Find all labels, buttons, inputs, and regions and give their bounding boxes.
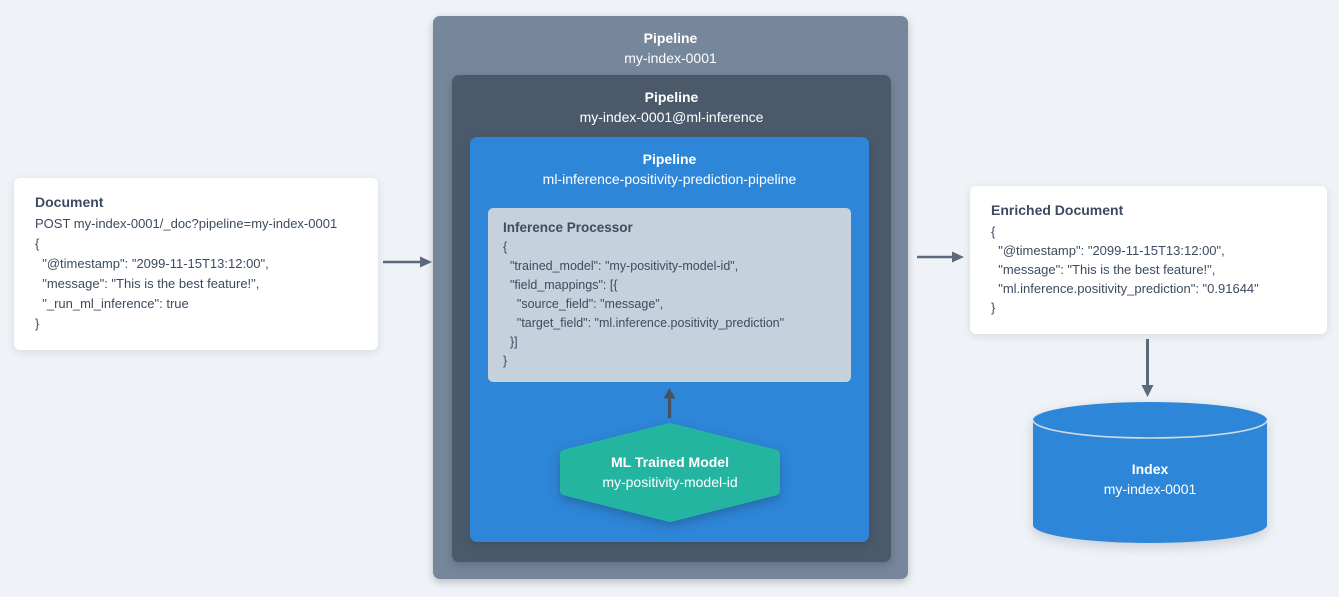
pipeline-outer-name: my-index-0001 — [624, 50, 717, 66]
ml-trained-model-name: my-positivity-model-id — [602, 474, 738, 490]
code-line: "message": "This is the best feature!", — [35, 276, 260, 291]
document-card-code: POST my-index-0001/_doc?pipeline=my-inde… — [35, 214, 357, 334]
code-line: "_run_ml_inference": true — [35, 296, 189, 311]
code-line: "trained_model": "my-positivity-model-id… — [503, 259, 739, 273]
up-arrow-icon — [663, 388, 676, 418]
code-line: "ml.inference.positivity_prediction": "0… — [991, 281, 1259, 296]
pipeline-outer-title: Pipeline — [643, 30, 698, 46]
code-line: POST my-index-0001/_doc?pipeline=my-inde… — [35, 216, 338, 231]
ml-trained-model-title: ML Trained Model — [611, 454, 729, 470]
inference-processor-title: Inference Processor — [503, 220, 633, 235]
code-line: } — [503, 354, 508, 368]
pipeline-middle-name: my-index-0001@ml-inference — [579, 109, 764, 125]
ml-trained-model-label: ML Trained Model my-positivity-model-id — [560, 423, 780, 522]
pipeline-inner-name: ml-inference-positivity-prediction-pipel… — [542, 171, 797, 187]
index-title: Index — [1131, 461, 1169, 477]
index-label: Index my-index-0001 — [1033, 460, 1267, 499]
hexagon-shape-icon — [560, 423, 780, 522]
code-line: "field_mappings": [{ — [503, 278, 618, 292]
code-line: } — [35, 316, 40, 331]
ml-trained-model-hexagon: ML Trained Model my-positivity-model-id — [560, 423, 780, 522]
enriched-document-title: Enriched Document — [991, 202, 1124, 218]
index-cylinder: Index my-index-0001 — [1033, 402, 1267, 543]
cylinder-shape-icon — [1033, 402, 1267, 543]
code-line: { — [991, 224, 996, 239]
pipeline-inner-box: Pipeline ml-inference-positivity-predict… — [470, 137, 869, 542]
code-line: { — [35, 236, 40, 251]
code-line: "@timestamp": "2099-11-15T13:12:00", — [991, 243, 1225, 258]
code-line: "source_field": "message", — [503, 297, 664, 311]
enriched-document-card: Enriched Document { "@timestamp": "2099-… — [970, 186, 1327, 334]
pipeline-middle-header: Pipeline my-index-0001@ml-inference — [452, 75, 891, 128]
document-card: Document POST my-index-0001/_doc?pipelin… — [14, 178, 378, 350]
inference-processor-panel: Inference Processor { "trained_model": "… — [488, 208, 851, 382]
right-arrow-icon — [917, 251, 964, 263]
pipeline-inner-header: Pipeline ml-inference-positivity-predict… — [470, 137, 869, 190]
index-name: my-index-0001 — [1103, 481, 1197, 497]
inference-processor-code: { "trained_model": "my-positivity-model-… — [503, 238, 836, 371]
code-line: "message": "This is the best feature!", — [991, 262, 1216, 277]
code-line: }] — [503, 335, 518, 349]
right-arrow-icon — [383, 256, 432, 268]
pipeline-outer-box: Pipeline my-index-0001 Pipeline my-index… — [433, 16, 908, 579]
down-arrow-icon — [1141, 339, 1154, 397]
document-card-title: Document — [35, 194, 104, 210]
code-line: "@timestamp": "2099-11-15T13:12:00", — [35, 256, 269, 271]
pipeline-middle-title: Pipeline — [644, 89, 699, 105]
pipeline-outer-header: Pipeline my-index-0001 — [433, 16, 908, 69]
code-line: "target_field": "ml.inference.positivity… — [503, 316, 785, 330]
pipeline-middle-box: Pipeline my-index-0001@ml-inference Pipe… — [452, 75, 891, 562]
code-line: } — [991, 300, 996, 315]
enriched-document-code: { "@timestamp": "2099-11-15T13:12:00", "… — [991, 222, 1306, 317]
pipeline-inner-title: Pipeline — [642, 151, 697, 167]
code-line: { — [503, 240, 508, 254]
